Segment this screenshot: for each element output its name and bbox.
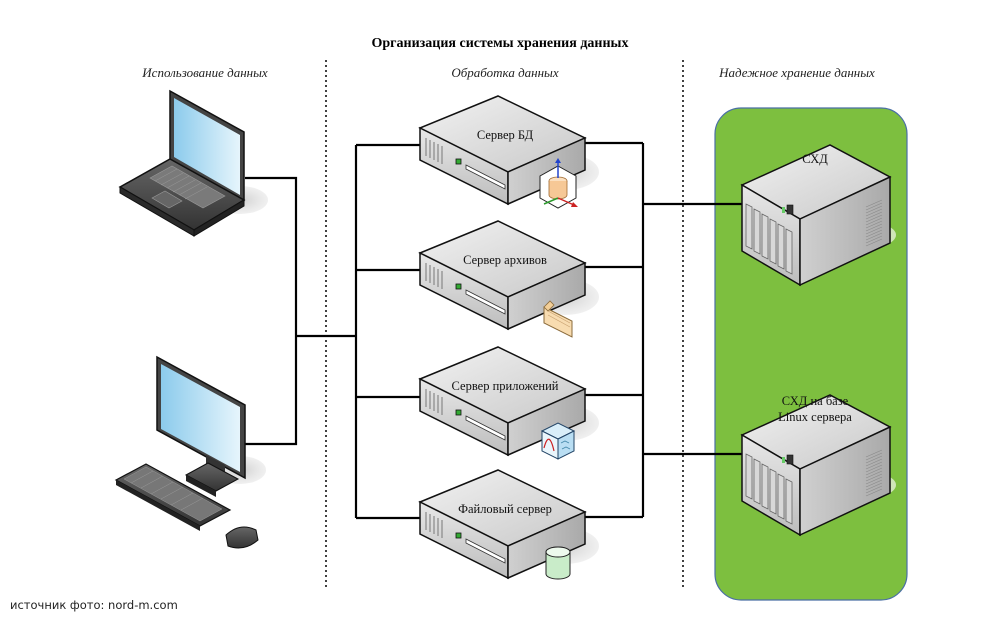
photo-credit: источник фото: nord-m.com [10,598,178,612]
status-led-icon [455,158,462,165]
client-bus [245,176,298,446]
drive-slot [465,415,506,441]
storage-system-2: СХД на базе Linux сервера [740,394,896,537]
application-cube-icon [540,422,576,460]
status-led-icon [782,207,785,213]
power-button-icon [786,204,794,215]
storage-label-line2: Linux сервера [778,410,852,424]
server-label: Файловый сервер [458,502,552,516]
server-label: Сервер архивов [463,253,547,267]
column-heading-storage: Надежное хранение данных [718,65,875,80]
laptop-icon [118,89,268,237]
status-led-icon [455,409,462,416]
column-heading-processing: Обработка данных [451,65,558,80]
server-3: Сервер приложений [418,346,599,460]
power-button-icon [786,454,794,465]
network-connectors [245,141,745,520]
status-led-icon [782,457,785,463]
diagram-title: Организация системы хранения данных [372,36,629,51]
server-4: Файловый сервер [418,469,599,580]
status-led-icon [455,283,462,290]
server-side [507,510,586,580]
drive-slot [465,289,506,315]
server-label: Сервер приложений [452,379,559,393]
server-2: Сервер архивов [418,220,599,338]
server-side [507,387,586,457]
storage-side [799,175,891,287]
drive-slot [465,538,506,564]
storage-system-1: СХД [740,144,896,287]
storage-side [799,425,891,537]
column-heading-usage: Использование данных [141,65,268,80]
server-1: Сервер БД [418,95,599,209]
storage-label-line1: СХД [802,152,828,166]
database-3d-icon [539,158,578,209]
storage-label-line1: СХД на базе [782,394,849,408]
server-side [507,136,586,206]
desktop-computer-icon [114,355,266,549]
server-label: Сервер БД [477,128,534,142]
server-side [507,261,586,331]
status-led-icon [455,532,462,539]
storage-cylinder-icon [545,546,571,580]
drive-slot [465,164,506,190]
archive-folder-icon [543,300,573,338]
